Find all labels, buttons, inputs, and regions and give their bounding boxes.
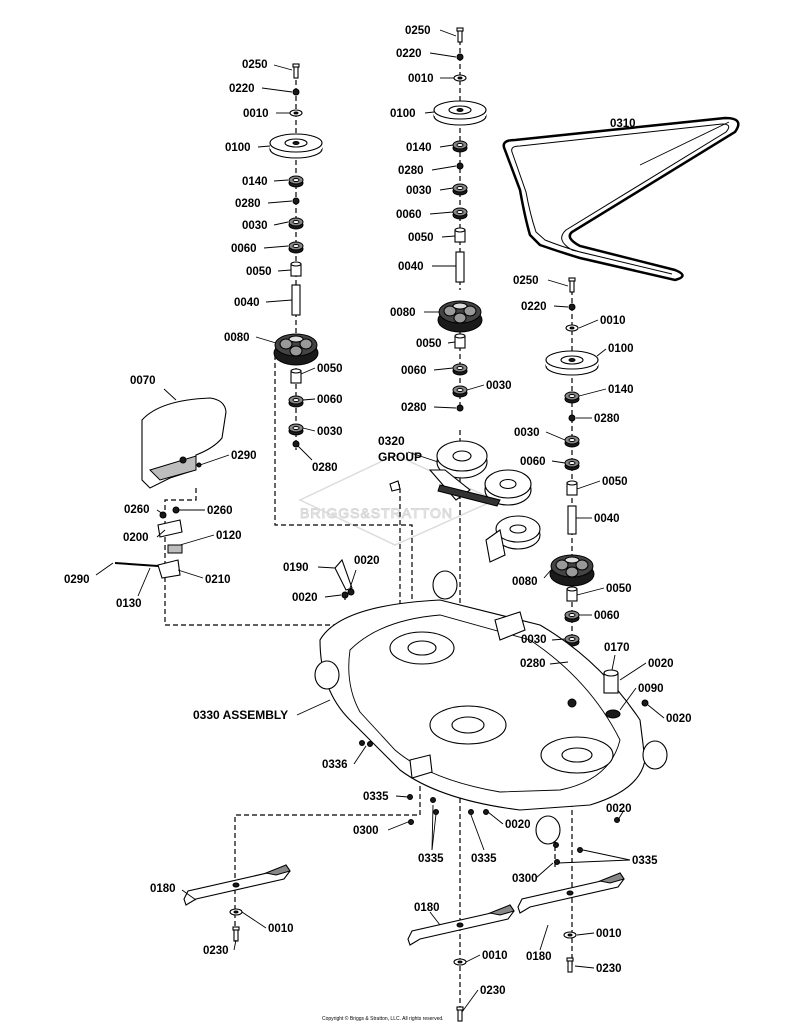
label-left-0280: 0280 [235, 198, 261, 210]
label-right-0060-lower: 0060 [594, 610, 620, 622]
cover-bracket [114, 506, 183, 579]
label-center-0060: 0060 [396, 209, 422, 221]
belt-cover [141, 397, 227, 489]
label-left-0060-lower: 0060 [317, 394, 343, 406]
label-0190: 0190 [283, 562, 309, 574]
label-left-0250: 0250 [242, 59, 268, 71]
label-left-0050-lower: 0050 [317, 363, 343, 375]
label-0260-right: 0260 [207, 505, 233, 517]
label-left-0080: 0080 [224, 332, 250, 344]
label-0010-blade-left: 0010 [268, 923, 294, 935]
label-0020-right-top: 0020 [648, 658, 674, 670]
label-0300-left: 0300 [353, 825, 379, 837]
label-right-0080: 0080 [512, 576, 538, 588]
label-group: GROUP [378, 450, 422, 464]
label-0260-left: 0260 [124, 504, 150, 516]
label-center-0060-lower: 0060 [401, 365, 427, 377]
label-0120: 0120 [216, 530, 242, 542]
part-labels: 0250 0220 0010 0100 0140 0280 0030 0060 … [64, 25, 692, 997]
label-left-0060: 0060 [231, 243, 257, 255]
label-0335-center-right: 0335 [471, 853, 497, 865]
label-0010-blade-right: 0010 [596, 928, 622, 940]
blades [183, 864, 625, 1022]
label-0130: 0130 [116, 598, 142, 610]
label-right-0040: 0040 [594, 513, 620, 525]
right-spindle-stack [545, 277, 599, 666]
label-right-0050: 0050 [602, 476, 628, 488]
label-0230-blade-left: 0230 [203, 945, 229, 957]
left-spindle-stack [269, 63, 323, 448]
label-right-0100: 0100 [608, 343, 634, 355]
label-right-0030-lower: 0030 [521, 634, 547, 646]
label-0300-right: 0300 [512, 873, 538, 885]
rod [334, 558, 355, 599]
label-center-0140: 0140 [406, 142, 432, 154]
label-0020-rod-bottom: 0020 [292, 592, 318, 604]
label-0200: 0200 [123, 532, 149, 544]
label-center-0040: 0040 [398, 261, 424, 273]
label-left-0010: 0010 [243, 108, 269, 120]
label-0210: 0210 [205, 574, 231, 586]
label-center-0220: 0220 [396, 48, 422, 60]
label-center-0080: 0080 [390, 307, 416, 319]
copyright-notice: Copyright © Briggs & Stratton, LLC. All … [322, 1015, 444, 1022]
label-left-0100: 0100 [225, 142, 251, 154]
label-right-0050-lower: 0050 [606, 583, 632, 595]
leader-lines [95, 29, 730, 1013]
label-right-0220: 0220 [521, 301, 547, 313]
label-0330-assembly: 0330 ASSEMBLY [193, 708, 288, 722]
label-0170: 0170 [604, 642, 630, 654]
label-0010-blade-center: 0010 [482, 950, 508, 962]
label-0320: 0320 [378, 434, 405, 448]
label-left-0030-lower: 0030 [317, 426, 343, 438]
label-center-0250: 0250 [405, 25, 431, 37]
label-0230-blade-center: 0230 [480, 985, 506, 997]
label-right-0280-lower: 0280 [520, 658, 546, 670]
label-0070: 0070 [130, 375, 156, 387]
label-center-0010: 0010 [408, 73, 434, 85]
watermark-text: BRIGGS&STRATTON [300, 505, 453, 521]
label-left-0030: 0030 [242, 220, 268, 232]
label-0290-upper: 0290 [231, 450, 257, 462]
label-left-0280-lower: 0280 [312, 462, 338, 474]
label-left-0220: 0220 [229, 83, 255, 95]
deck-hardware [359, 740, 620, 865]
idler-group [389, 440, 541, 563]
label-center-0030: 0030 [406, 185, 432, 197]
label-0290-lower: 0290 [64, 574, 90, 586]
label-0335-right: 0335 [632, 855, 658, 867]
label-0180-center: 0180 [414, 902, 440, 914]
label-0020-deck-right: 0020 [606, 803, 632, 815]
label-0020-right-mid: 0020 [666, 713, 692, 725]
label-left-0050: 0050 [246, 266, 272, 278]
label-center-0050-lower: 0050 [416, 338, 442, 350]
label-left-0040: 0040 [234, 297, 260, 309]
label-right-0280: 0280 [594, 413, 620, 425]
label-left-0140: 0140 [242, 176, 268, 188]
label-center-0280-lower: 0280 [401, 402, 427, 414]
drive-belt [502, 116, 740, 282]
label-0336: 0336 [322, 759, 348, 771]
label-0230-blade-right: 0230 [596, 963, 622, 975]
label-0335-center-left: 0335 [418, 853, 444, 865]
label-0020-deck-center: 0020 [505, 819, 531, 831]
label-0020-rod-top: 0020 [354, 555, 380, 567]
label-0090: 0090 [638, 683, 664, 695]
label-0180-right: 0180 [526, 951, 552, 963]
mower-deck [314, 570, 668, 845]
label-right-0140: 0140 [608, 384, 634, 396]
label-right-0010: 0010 [600, 315, 626, 327]
label-0310: 0310 [610, 118, 636, 130]
label-right-0030: 0030 [514, 427, 540, 439]
label-right-0060: 0060 [520, 456, 546, 468]
label-center-0030-lower: 0030 [486, 380, 512, 392]
label-center-0050: 0050 [408, 232, 434, 244]
label-center-0100: 0100 [390, 108, 416, 120]
label-0335-left: 0335 [363, 791, 389, 803]
label-right-0250: 0250 [513, 275, 539, 287]
center-spindle-stack [433, 27, 487, 412]
label-0180-left: 0180 [150, 883, 176, 895]
label-center-0280: 0280 [398, 165, 424, 177]
